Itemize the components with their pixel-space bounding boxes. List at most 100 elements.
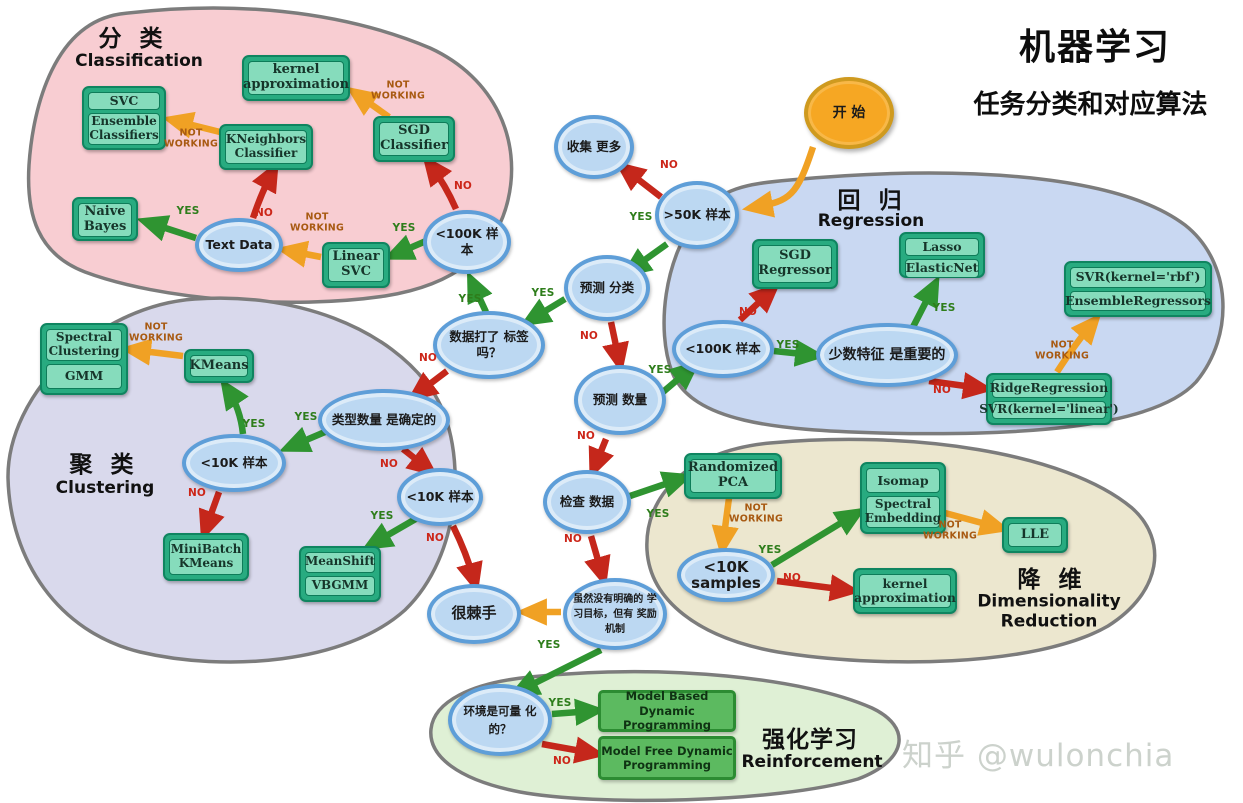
decision-lt10k-samples: <10K samples	[677, 548, 775, 602]
edge-yes-environment-modelbased: YES	[548, 697, 572, 709]
start-node: 开 始	[804, 77, 894, 149]
not-working-arrows	[119, 86, 1102, 626]
dimensionality-reduction-title-en: Dimensionality Reduction	[977, 591, 1121, 631]
algo-randomized-pca: Randomized PCA	[688, 459, 778, 493]
page-title: 机器学习	[1018, 27, 1171, 68]
algo-sgd-classifier-group: SGD Classifier	[373, 116, 455, 162]
reinforcement-title-en: Reinforcement	[741, 752, 883, 773]
algo-svc: SVC	[88, 92, 160, 111]
edge-no-fewfeatures-ridge: NO	[932, 384, 952, 396]
decision-lt100k-regression: <100K 样本	[672, 320, 774, 378]
edge-no-labeled-categorycount: NO	[418, 352, 438, 364]
decision-reward-mechanism: 虽然没有明确的 学习目标，但有 奖励机制	[563, 578, 667, 650]
edge-nw-randomizedpca-lt10ksamples: NOT WORKING	[729, 502, 783, 525]
decision-environment-quantifiable: 环境是可量 化的？	[448, 684, 552, 756]
algo-linear-svc-group: Linear SVC	[322, 242, 390, 288]
algo-sgd-regressor-group: SGD Regressor	[752, 239, 838, 289]
algo-svr-rbf: SVR(kernel='rbf')	[1070, 267, 1206, 288]
decision-gt50k-samples: >50K 样本	[655, 181, 739, 249]
algo-naive-bayes: Naive Bayes	[78, 203, 132, 237]
algo-model-based-dp: Model Based Dynamic Programming	[598, 689, 736, 732]
algo-spectral-clustering: Spectral Clustering	[46, 329, 122, 361]
algo-kernel-approximation-clf-group: kernel approximation	[242, 55, 350, 101]
decision-lt100k-classification: <100K 样本	[423, 210, 511, 274]
edge-no-examine-reward: NO	[563, 533, 583, 545]
decision-examine-data: 检查 数据	[543, 470, 631, 534]
edge-yes-labeled-lt100k: YES	[458, 293, 482, 305]
decision-tough-luck: 很棘手	[427, 584, 521, 644]
edge-no-lt10k2-tough: NO	[425, 532, 445, 544]
algo-ridge-svr-linear-group: RidgeRegression SVR(kernel='linear')	[979, 373, 1119, 425]
decision-predict-quantity: 预测 数量	[574, 365, 666, 435]
clustering-title-en: Clustering	[55, 478, 155, 499]
regression-title-zh: 回 归	[837, 188, 907, 214]
algo-sgd-classifier: SGD Classifier	[379, 122, 449, 156]
algo-naive-bayes-group: Naive Bayes	[72, 197, 138, 241]
algo-kneighbors-classifier: KNeighbors Classifier	[225, 130, 307, 164]
algo-isomap: Isomap	[866, 468, 940, 494]
algo-spectral-gmm-group: Spectral Clustering GMM	[40, 323, 128, 395]
algo-meanshift: MeanShift	[305, 552, 375, 573]
algo-svc-ensemble-group: SVC Ensemble Classifiers	[82, 86, 166, 150]
decision-data-labeled: 数据打了 标签吗？	[433, 311, 545, 379]
algo-kernel-approximation-clf: kernel approximation	[243, 61, 349, 95]
decision-lt10k-clustering-2: <10K 样本	[397, 468, 483, 526]
edge-nw-kmeans-spectralclustering: NOT WORKING	[129, 321, 183, 344]
edge-yes-examine-randomizedpca: YES	[646, 508, 670, 520]
edge-no-predictquantity-examine: NO	[576, 430, 596, 442]
algo-randomized-pca-group: Randomized PCA	[684, 453, 782, 499]
edge-yes-categorycount-lt10k: YES	[294, 411, 318, 423]
edge-no-lt100kreg-sgdregressor: NO	[738, 306, 758, 318]
algo-isomap-spectral-group: Isomap Spectral Embedding	[860, 462, 946, 534]
algo-svr-rbf-group: SVR(kernel='rbf') EnsembleRegressors	[1064, 261, 1212, 317]
edge-no-lt100k-sgdclassifier: NO	[453, 180, 473, 192]
algo-meanshift-vbgmm-group: MeanShift VBGMM	[299, 546, 381, 602]
edge-no-predictcategory-predictquantity: NO	[579, 330, 599, 342]
dimensionality-reduction-title-zh: 降 维	[1017, 567, 1087, 593]
algo-elasticnet: ElasticNet	[905, 259, 979, 278]
algo-lasso: Lasso	[905, 238, 979, 257]
watermark: 知乎 @wulonchia	[902, 738, 1175, 774]
edge-yes-textdata-naivebayes: YES	[176, 205, 200, 217]
edge-yes-fewfeatures-lasso: YES	[932, 302, 956, 314]
clustering-title-zh: 聚 类	[69, 452, 139, 478]
decision-predict-category: 预测 分类	[564, 255, 650, 321]
edge-yes-predictquantity-lt100kreg: YES	[648, 364, 672, 376]
edge-no-environment-modelfree: NO	[552, 755, 572, 767]
algo-linear-svc: Linear SVC	[328, 248, 384, 282]
decision-few-features-important: 少数特征 是重要的	[816, 323, 958, 387]
page-subtitle: 任务分类和对应算法	[973, 90, 1208, 120]
edge-nw-ridge-svrrbf: NOT WORKING	[1035, 339, 1089, 362]
no-arrows	[198, 154, 995, 764]
edge-nw-linearsvc-textdata: NOT WORKING	[290, 211, 344, 234]
edge-yes-lt10ksamples-spectralembedding: YES	[758, 544, 782, 556]
reinforcement-title-zh: 强化学习	[762, 727, 858, 753]
algo-ensemble-regressors: EnsembleRegressors	[1065, 290, 1211, 311]
algo-minibatch-kmeans-group: MiniBatch KMeans	[163, 533, 249, 581]
edge-yes-predictcategory-labeled: YES	[531, 287, 555, 299]
algo-model-free-dp: Model Free Dynamic Programming	[598, 736, 736, 780]
algo-gmm: GMM	[46, 363, 122, 389]
algo-spectral-embedding: Spectral Embedding	[865, 496, 941, 528]
edge-no-categorycount-lt10k2: NO	[379, 458, 399, 470]
edge-yes-lt10k2-meanshift: YES	[370, 510, 394, 522]
algo-vbgmm: VBGMM	[305, 575, 375, 596]
algo-kernel-approximation-dr-group: kernel approximation	[853, 568, 957, 614]
algo-kmeans-group: KMeans	[184, 349, 254, 383]
edge-nw-sgdclassifier-kernelapprox: NOT WORKING	[371, 79, 425, 102]
algo-sgd-regressor: SGD Regressor	[758, 245, 832, 283]
classification-title-en: Classification	[75, 51, 203, 72]
edge-yes-lt100kreg-fewfeatures: YES	[776, 339, 800, 351]
decision-category-count-known: 类型数量 是确定的	[318, 389, 450, 451]
edge-no-lt10ksamples-kernelapprox: NO	[782, 572, 802, 584]
decision-lt10k-clustering-1: <10K 样本	[182, 434, 286, 492]
yes-arrows	[136, 215, 940, 726]
algo-ridge-regression: RidgeRegression	[990, 379, 1108, 398]
algo-svr-linear: SVR(kernel='linear')	[979, 400, 1119, 419]
edge-nw-spectralembedding-lle: NOT WORKING	[923, 519, 977, 542]
edge-no-lt10k-minibatch: NO	[187, 487, 207, 499]
algo-kmeans: KMeans	[189, 355, 249, 377]
regression-title-en: Regression	[817, 211, 925, 232]
algo-lle: LLE	[1008, 523, 1062, 547]
